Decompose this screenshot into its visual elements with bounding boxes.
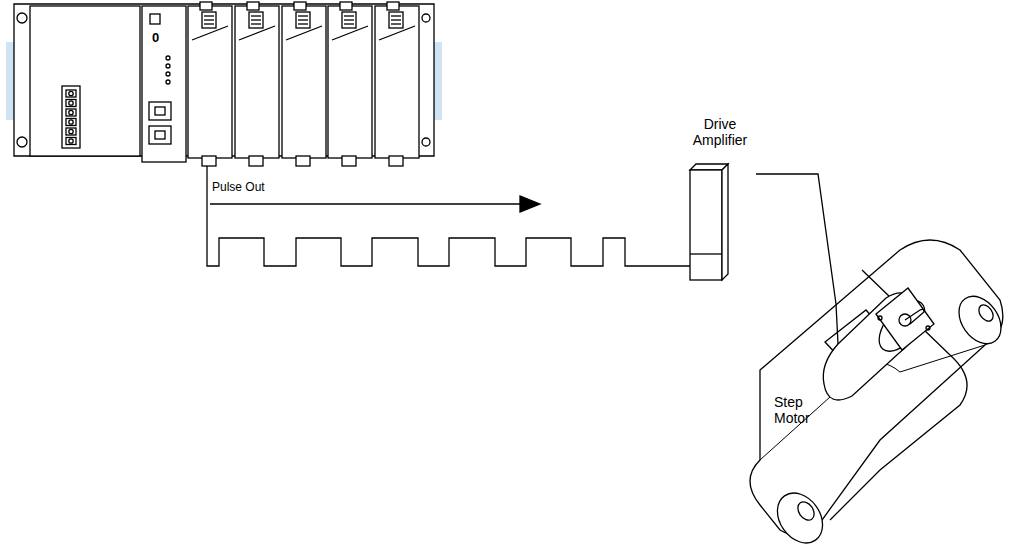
motor-cable (756, 174, 838, 344)
node-label: Step Motor (774, 394, 830, 426)
drive-amplifier: Drive Amplifier (672, 116, 768, 286)
signal-label: Pulse Out (212, 180, 265, 194)
step-motor: Step Motor (768, 284, 940, 444)
slot-number: 0 (152, 30, 159, 45)
node-label: Drive Amplifier (682, 116, 758, 148)
